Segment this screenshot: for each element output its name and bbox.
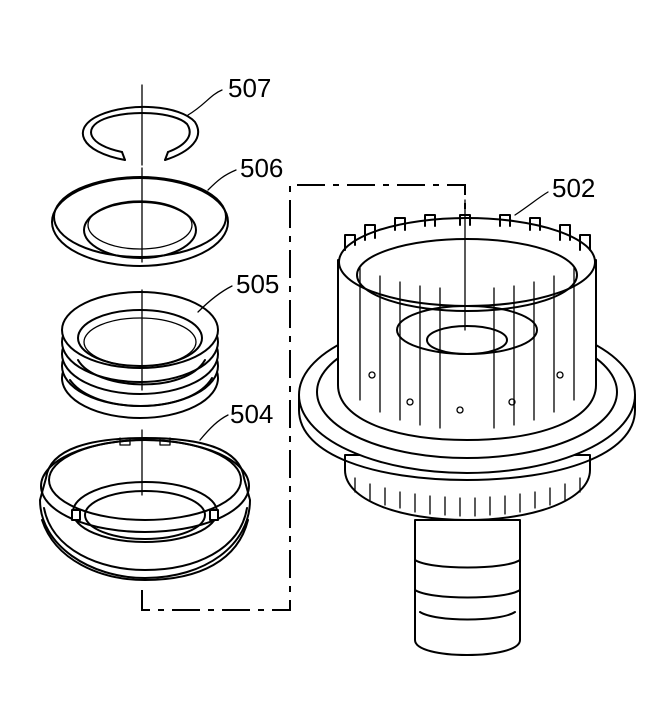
part-505-spring: [61, 289, 219, 419]
callout-502: 502: [552, 173, 595, 203]
callout-506: 506: [240, 153, 283, 183]
part-502-clutch-housing: [298, 199, 636, 656]
part-506-washer: [51, 167, 229, 267]
callout-505: 505: [236, 269, 279, 299]
part-504-piston: [39, 429, 251, 581]
leader-lines: [187, 89, 549, 441]
part-507-snap-ring: [81, 84, 200, 166]
callout-labels: 507 506 505 504 502: [228, 73, 595, 429]
callout-507: 507: [228, 73, 271, 103]
callout-504: 504: [230, 399, 273, 429]
assembly-bracket: [141, 184, 466, 611]
